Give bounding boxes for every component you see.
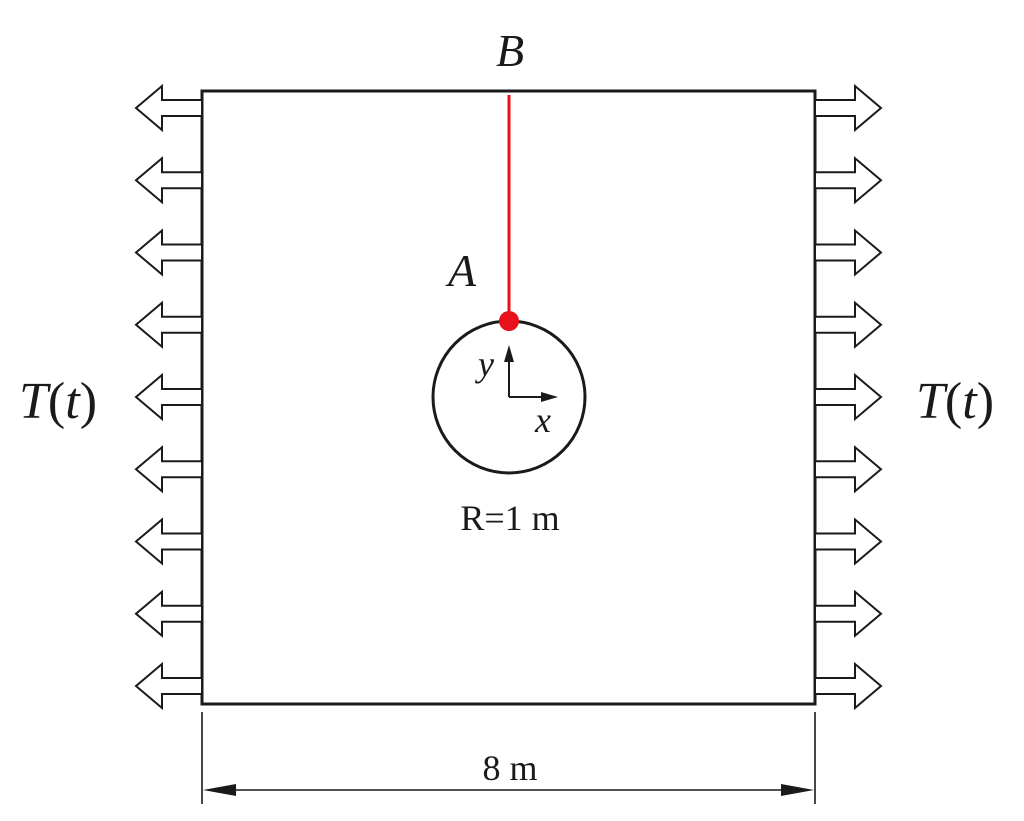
right-load-arrows <box>814 83 883 711</box>
load-arrow-left <box>134 372 203 422</box>
width-dimension <box>201 712 816 804</box>
load-arrow-right <box>814 156 883 205</box>
load-arrow-left <box>134 589 203 638</box>
load-arrow-right <box>814 661 883 711</box>
load-arrow-left <box>134 661 203 711</box>
left-load-arrows <box>134 83 203 711</box>
load-arrow-left <box>134 228 203 277</box>
point-a-label: A <box>445 245 477 296</box>
load-label-right: T(t) <box>916 373 994 430</box>
point-b-label: B <box>496 25 524 76</box>
load-arrow-right <box>814 517 883 566</box>
load-arrow-right <box>814 589 883 638</box>
load-arrow-right <box>814 300 883 349</box>
axis-x-label: x <box>534 400 551 440</box>
load-arrow-right <box>814 83 883 133</box>
load-arrow-right <box>814 228 883 277</box>
load-arrow-right <box>814 445 883 494</box>
load-arrow-left <box>134 83 203 133</box>
coordinate-axes <box>504 345 558 402</box>
load-arrow-left <box>134 517 203 566</box>
load-arrow-left <box>134 445 203 494</box>
crack-tip-point-a <box>499 311 519 331</box>
radius-label: R=1 m <box>460 498 559 538</box>
load-arrow-left <box>134 156 203 205</box>
width-label: 8 m <box>482 748 537 788</box>
axis-y-label: y <box>475 344 494 384</box>
load-label-left: T(t) <box>19 373 97 430</box>
load-arrow-left <box>134 300 203 349</box>
load-arrow-right <box>814 372 883 422</box>
